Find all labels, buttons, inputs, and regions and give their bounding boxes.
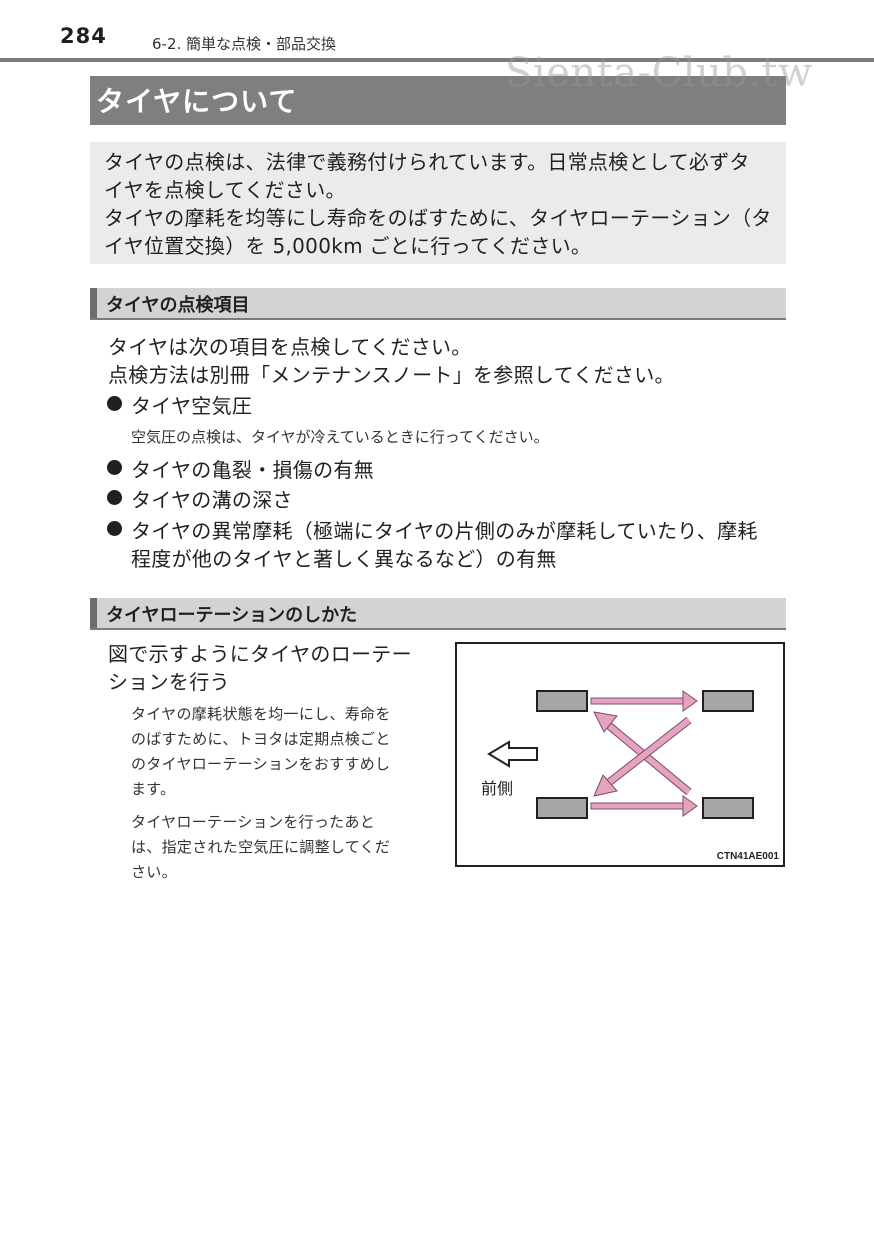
title-band xyxy=(90,76,786,125)
tire-front-right xyxy=(702,690,754,712)
tire-rear-left xyxy=(536,797,588,819)
intro-line: タイヤの点検は、法律で義務付けられています。日常点検として必ずタ xyxy=(104,150,750,174)
intro-box xyxy=(90,142,786,264)
intro-line: タイヤの摩耗を均等にし寿命をのばすために、タイヤローテーション（タ xyxy=(104,206,772,230)
rotation-diagram: 前側 CTN41AE001 xyxy=(455,642,785,867)
note-text: のばすために、トヨタは定期点検ごと xyxy=(131,730,391,748)
list-item-note: 空気圧の点検は、タイヤが冷えているときに行ってください。 xyxy=(131,428,549,446)
note-text: のタイヤローテーションをおすすめし xyxy=(131,755,391,773)
list-item-continuation: 程度が他のタイヤと著しく異なるなど）の有無 xyxy=(131,547,557,571)
page-title: タイヤについて xyxy=(96,85,298,118)
subheading-text: タイヤローテーションのしかた xyxy=(106,605,358,626)
body-text: ションを行う xyxy=(108,670,230,694)
arrow-bottom xyxy=(590,795,698,817)
bullet-icon xyxy=(107,460,122,475)
tire-front-left xyxy=(536,690,588,712)
body-text: タイヤは次の項目を点検してください。 xyxy=(108,335,472,359)
intro-line: イヤ位置交換）を 5,000km ごとに行ってください。 xyxy=(104,234,592,258)
note-text: さい。 xyxy=(131,863,177,881)
bullet-icon xyxy=(107,396,122,411)
subheading-bar xyxy=(90,598,97,628)
subheading-rotation: タイヤローテーションのしかた xyxy=(90,598,786,630)
front-direction-arrow-icon xyxy=(487,740,538,768)
subheading-text: タイヤの点検項目 xyxy=(106,295,250,316)
note-text: ます。 xyxy=(131,780,176,798)
header-rule xyxy=(0,58,874,62)
arrow-cross-down xyxy=(593,716,692,797)
rotation-diagram-svg: 前側 CTN41AE001 xyxy=(481,690,780,862)
body-text: 点検方法は別冊「メンテナンスノート」を参照してください。 xyxy=(108,363,675,387)
section-reference: 6-2. 簡単な点検・部品交換 xyxy=(152,35,337,53)
arrow-top xyxy=(590,690,698,712)
tire-rear-right xyxy=(702,797,754,819)
front-label: 前側 xyxy=(481,779,513,798)
bullet-icon xyxy=(107,490,122,505)
subheading-bar xyxy=(90,288,97,318)
watermark: Sienta-Club.tw xyxy=(505,50,813,96)
page-number: 284 xyxy=(60,24,107,48)
note-text: は、指定された空気圧に調整してくだ xyxy=(131,838,391,856)
list-item: タイヤの溝の深さ xyxy=(131,488,293,512)
note-text: タイヤローテーションを行ったあと xyxy=(131,813,376,831)
note-text: タイヤの摩耗状態を均一にし、寿命を xyxy=(131,705,391,723)
bullet-icon xyxy=(107,521,122,536)
figure-code: CTN41AE001 xyxy=(717,851,780,862)
list-item: タイヤの異常摩耗（極端にタイヤの片側のみが摩耗していたり、摩耗 xyxy=(131,519,758,543)
arrow-cross-up xyxy=(593,711,692,796)
subheading-inspection: タイヤの点検項目 xyxy=(90,288,786,320)
list-item: タイヤ空気圧 xyxy=(131,394,253,418)
body-text: 図で示すようにタイヤのローテー xyxy=(108,642,412,666)
intro-line: イヤを点検してください。 xyxy=(104,178,346,202)
list-item: タイヤの亀裂・損傷の有無 xyxy=(131,458,374,482)
